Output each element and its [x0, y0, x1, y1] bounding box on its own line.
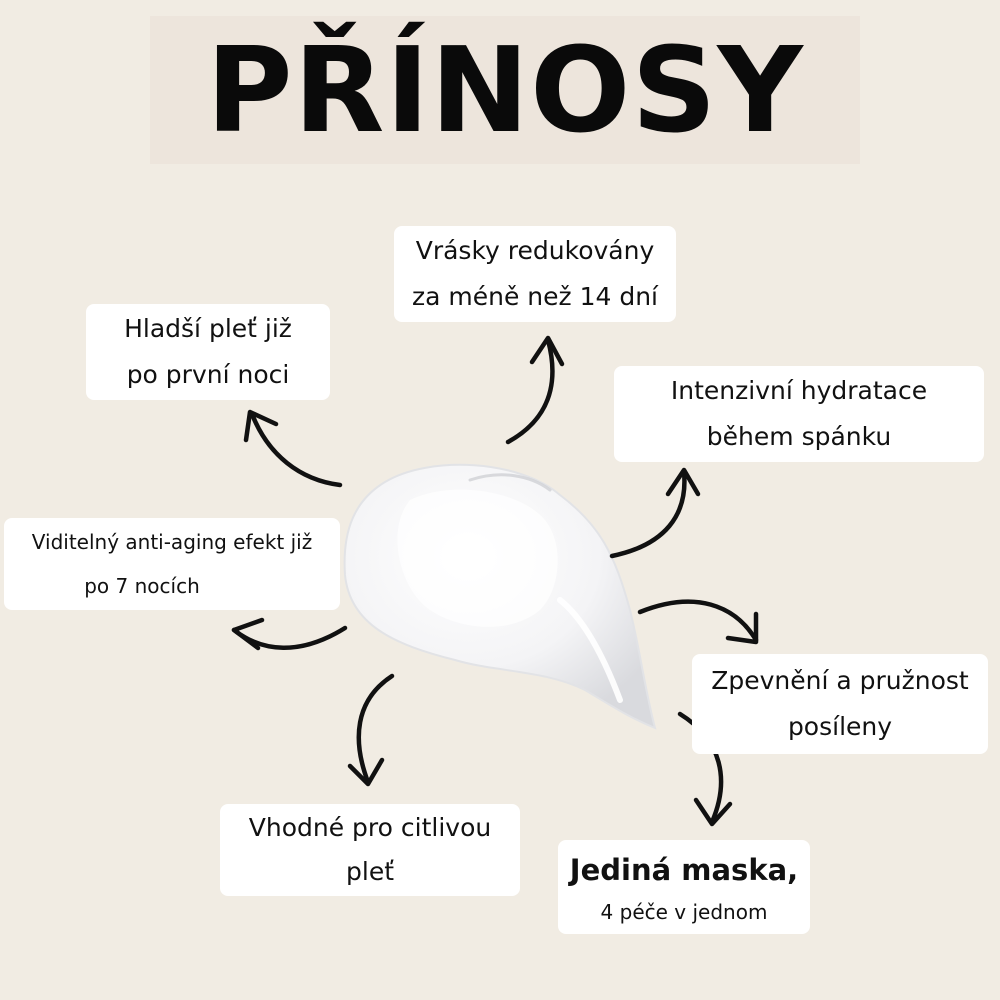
benefit-firmness-line1: Zpevnění a pružnost — [711, 666, 969, 695]
benefit-hydration-line2: během spánku — [706, 422, 892, 451]
arrow-to-hydration-icon — [609, 467, 701, 559]
page-title: PŘÍNOSY — [206, 21, 804, 159]
arrow-to-smoother-icon — [243, 409, 343, 488]
benefit-firmness-box: Zpevnění a pružnost posíleny — [692, 654, 988, 754]
benefit-anti-aging-line1: Viditelný anti-aging efekt již — [31, 530, 313, 554]
benefit-mask-line2: 4 péče v jednom — [600, 900, 768, 924]
arrow-to-sensitive-icon — [347, 673, 395, 787]
benefit-sensitive-line2: pleť — [346, 857, 394, 886]
benefit-wrinkles-line1: Vrásky redukovány — [415, 236, 655, 265]
arrow-to-firmness-icon — [637, 599, 759, 645]
benefit-anti-aging-line2: po 7 nocích — [84, 574, 200, 598]
benefit-hydration-box: Intenzivní hydratace během spánku — [614, 366, 984, 462]
benefit-mask-box: Jediná maska, 4 péče v jednom — [558, 840, 810, 934]
benefit-wrinkles-box: Vrásky redukovány za méně než 14 dní — [394, 226, 676, 322]
benefit-anti-aging-box: Viditelný anti-aging efekt již po 7 nocí… — [4, 518, 340, 610]
arrow-to-anti-aging-icon — [231, 617, 348, 651]
benefit-hydration-line1: Intenzivní hydratace — [670, 376, 928, 405]
benefit-sensitive-box: Vhodné pro citlivou pleť — [220, 804, 520, 896]
benefit-smoother-line1: Hladší pleť již — [124, 314, 292, 343]
arrow-to-wrinkles-icon — [505, 335, 565, 445]
benefit-wrinkles-line2: za méně než 14 dní — [411, 282, 658, 311]
benefit-smoother-box: Hladší pleť již po první noci — [86, 304, 330, 400]
benefit-firmness-line2: posíleny — [787, 712, 893, 741]
benefit-sensitive-line1: Vhodné pro citlivou — [248, 813, 492, 842]
benefit-mask-line1: Jediná maska, — [569, 853, 799, 887]
benefit-smoother-line2: po první noci — [126, 360, 290, 389]
title-panel — [150, 16, 860, 164]
